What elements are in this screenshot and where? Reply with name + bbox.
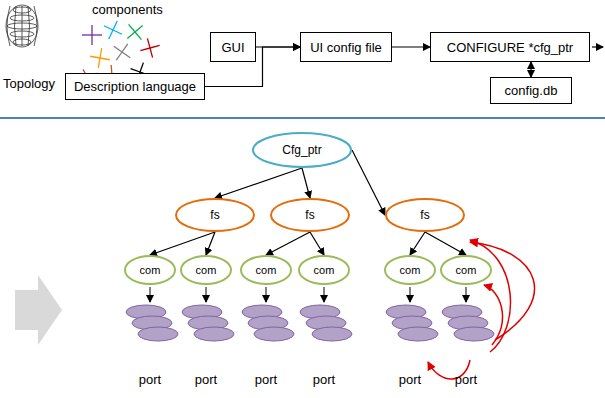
- node-text: com: [196, 264, 217, 276]
- process-box: config.db: [490, 77, 572, 104]
- connector: [302, 168, 310, 198]
- node-text: com: [140, 264, 161, 276]
- node-text: com: [456, 264, 477, 276]
- connector: [215, 168, 302, 198]
- connector: [352, 150, 385, 215]
- icon-label: Topology: [3, 76, 55, 91]
- node-text: Cfg_ptr: [282, 143, 321, 157]
- ellipse-node: com: [124, 255, 176, 285]
- port-label: port: [255, 372, 277, 387]
- port-label: port: [313, 372, 335, 387]
- port-label: port: [455, 372, 477, 387]
- connector: [206, 232, 215, 255]
- connector: [410, 232, 425, 255]
- connector: [425, 232, 466, 255]
- connector: [266, 232, 310, 255]
- ellipse-node: fs: [175, 198, 255, 232]
- node-text: config.db: [505, 83, 558, 98]
- node-text: com: [256, 264, 277, 276]
- port-label: port: [139, 372, 161, 387]
- connector: [150, 232, 215, 255]
- process-box: UI config file: [300, 32, 392, 62]
- big-arrow: [15, 275, 62, 345]
- separator-line: [0, 117, 605, 119]
- node-text: fs: [420, 208, 429, 222]
- node-text: CONFIGURE *cfg_ptr: [447, 40, 573, 55]
- ellipse-node: com: [180, 255, 232, 285]
- process-box: Description language: [65, 73, 205, 100]
- node-text: fs: [210, 208, 219, 222]
- port-label: port: [195, 372, 217, 387]
- node-text: com: [400, 264, 421, 276]
- port-label: port: [399, 372, 421, 387]
- topology-icon: [6, 5, 38, 47]
- node-text: Description language: [74, 79, 196, 94]
- node-text: GUI: [221, 40, 244, 55]
- output-arrow: [592, 46, 603, 47]
- feedback-arrows: [428, 240, 535, 379]
- process-box: GUI: [210, 32, 256, 62]
- connector: [310, 232, 324, 255]
- ellipse-node: fs: [270, 198, 350, 232]
- icon-label: components: [92, 2, 163, 17]
- ellipse-node: Cfg_ptr: [252, 132, 352, 168]
- connector: [392, 46, 430, 47]
- node-text: com: [314, 264, 335, 276]
- process-box: CONFIGURE *cfg_ptr: [430, 32, 590, 62]
- ellipse-node: com: [384, 255, 436, 285]
- ellipse-node: com: [440, 255, 492, 285]
- connector: [530, 62, 531, 77]
- node-text: UI config file: [310, 40, 382, 55]
- ellipse-node: fs: [385, 198, 465, 232]
- node-text: fs: [305, 208, 314, 222]
- ellipse-node: com: [240, 255, 292, 285]
- ellipse-node: com: [298, 255, 350, 285]
- port-stacks: [126, 287, 494, 341]
